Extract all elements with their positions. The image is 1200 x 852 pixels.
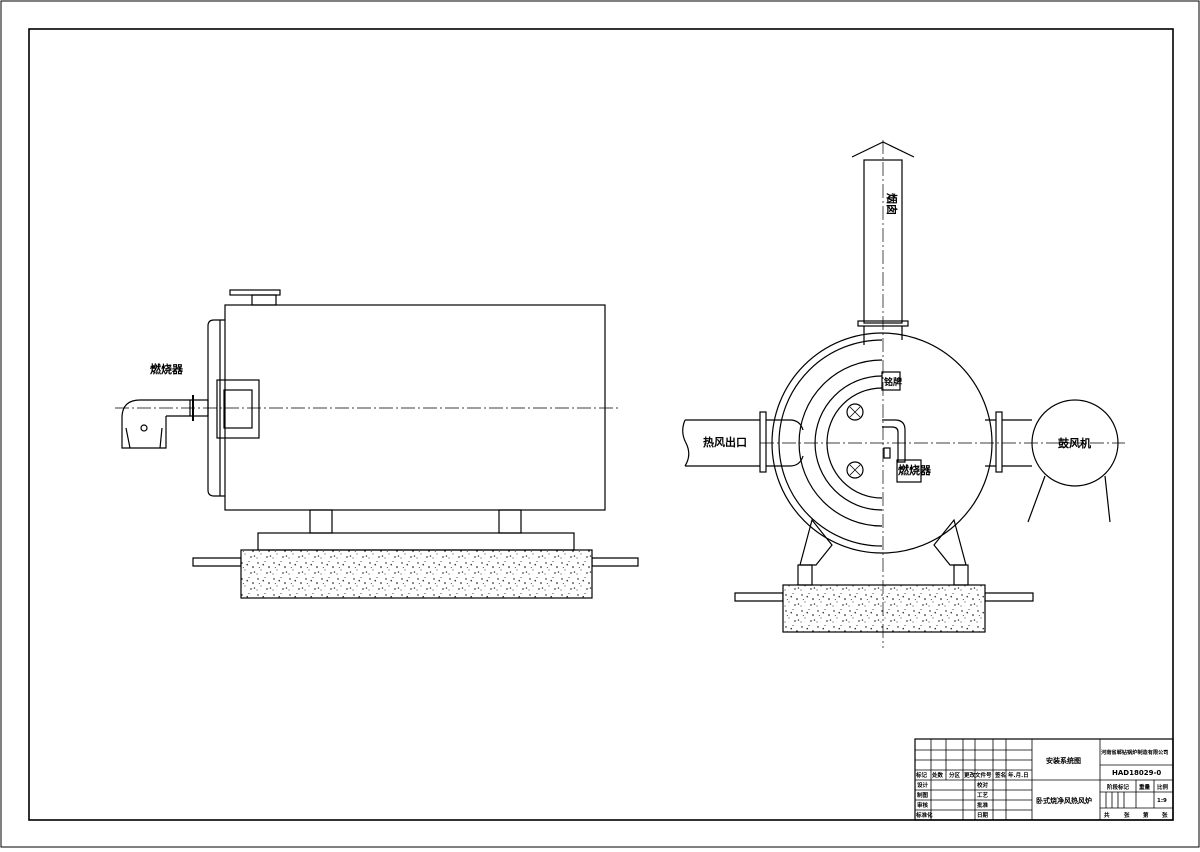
title-block: 标记 处数 分区 更改文件号 签名 年.月.日 设计 制图 审核 标准化 校对 … xyxy=(914,738,1174,821)
label-hot-air-outlet: 热风出口 xyxy=(703,435,747,449)
drawing-name: 安装系统图 xyxy=(1046,756,1081,765)
role2-2: 批准 xyxy=(977,801,989,809)
burner-port xyxy=(216,379,260,439)
sight-hole-bottom xyxy=(846,461,864,479)
weight-label: 重量 xyxy=(1139,783,1151,791)
role-3: 标准化 xyxy=(915,811,933,819)
support-right xyxy=(498,509,522,534)
label-burner-left: 燃烧器 xyxy=(149,362,184,376)
end-view: 烟囱 铭牌 热风出口 燃烧器 鼓风机 xyxy=(682,140,1125,648)
floor-right-r xyxy=(984,592,1034,602)
side-view: 燃烧器 xyxy=(115,289,639,599)
rev-header-2: 分区 xyxy=(949,771,961,779)
outlet-flange xyxy=(759,411,767,473)
role-1: 制图 xyxy=(917,791,929,799)
blower-duct xyxy=(1002,419,1032,467)
blower-flange xyxy=(995,411,1003,473)
role2-3: 日期 xyxy=(977,811,989,819)
burner-box xyxy=(896,459,922,483)
sheets-label: 张 xyxy=(1124,811,1130,819)
role2-1: 工艺 xyxy=(977,791,989,799)
burner-body xyxy=(121,399,167,449)
blower-legs xyxy=(1027,475,1111,523)
label-burner-right: 燃烧器 xyxy=(897,463,932,477)
floor-right-l xyxy=(734,592,784,602)
floor-left-r xyxy=(591,557,639,567)
scale-label: 比例 xyxy=(1157,783,1169,791)
leg-left xyxy=(799,518,833,566)
leg-right xyxy=(933,518,967,566)
sheet2-label: 张 xyxy=(1162,811,1168,819)
nameplate xyxy=(881,371,901,391)
rev-header-1: 处数 xyxy=(931,771,944,779)
top-nozzle xyxy=(251,294,277,306)
drawing-number: HAD18029-0 xyxy=(1112,769,1161,777)
total-label: 共 xyxy=(1104,811,1110,819)
rev-header-4: 签名 xyxy=(994,771,1006,779)
rev-header-3: 更改文件号 xyxy=(964,771,992,779)
product-name: 卧式烧净风热风炉 xyxy=(1036,796,1092,805)
label-chimney: 烟囱 xyxy=(885,193,899,215)
base-frame xyxy=(257,532,575,551)
burner-duct xyxy=(882,419,906,463)
sheet-label: 第 xyxy=(1143,811,1149,819)
role-0: 设计 xyxy=(917,781,929,789)
stage-mark: 阶段标记 xyxy=(1107,783,1130,791)
company-name: 河南省郸钻锅炉制造有限公司 xyxy=(1101,748,1168,756)
rev-header-5: 年.月.日 xyxy=(1008,771,1029,779)
support-left xyxy=(309,509,333,534)
concrete-base-right xyxy=(782,584,986,633)
rev-header-0: 标记 xyxy=(915,771,928,779)
label-nameplate: 铭牌 xyxy=(884,376,902,388)
sight-hole-top xyxy=(846,403,864,421)
inner-border xyxy=(28,28,1174,821)
label-blower: 鼓风机 xyxy=(1058,436,1091,450)
concrete-base-left xyxy=(240,549,593,599)
scale-value: 1:9 xyxy=(1157,798,1167,804)
outlet-pipe xyxy=(685,419,760,467)
role-2: 审核 xyxy=(917,801,929,809)
role2-0: 校对 xyxy=(977,781,989,789)
floor-left-l xyxy=(192,557,242,567)
furnace-body xyxy=(224,304,606,511)
